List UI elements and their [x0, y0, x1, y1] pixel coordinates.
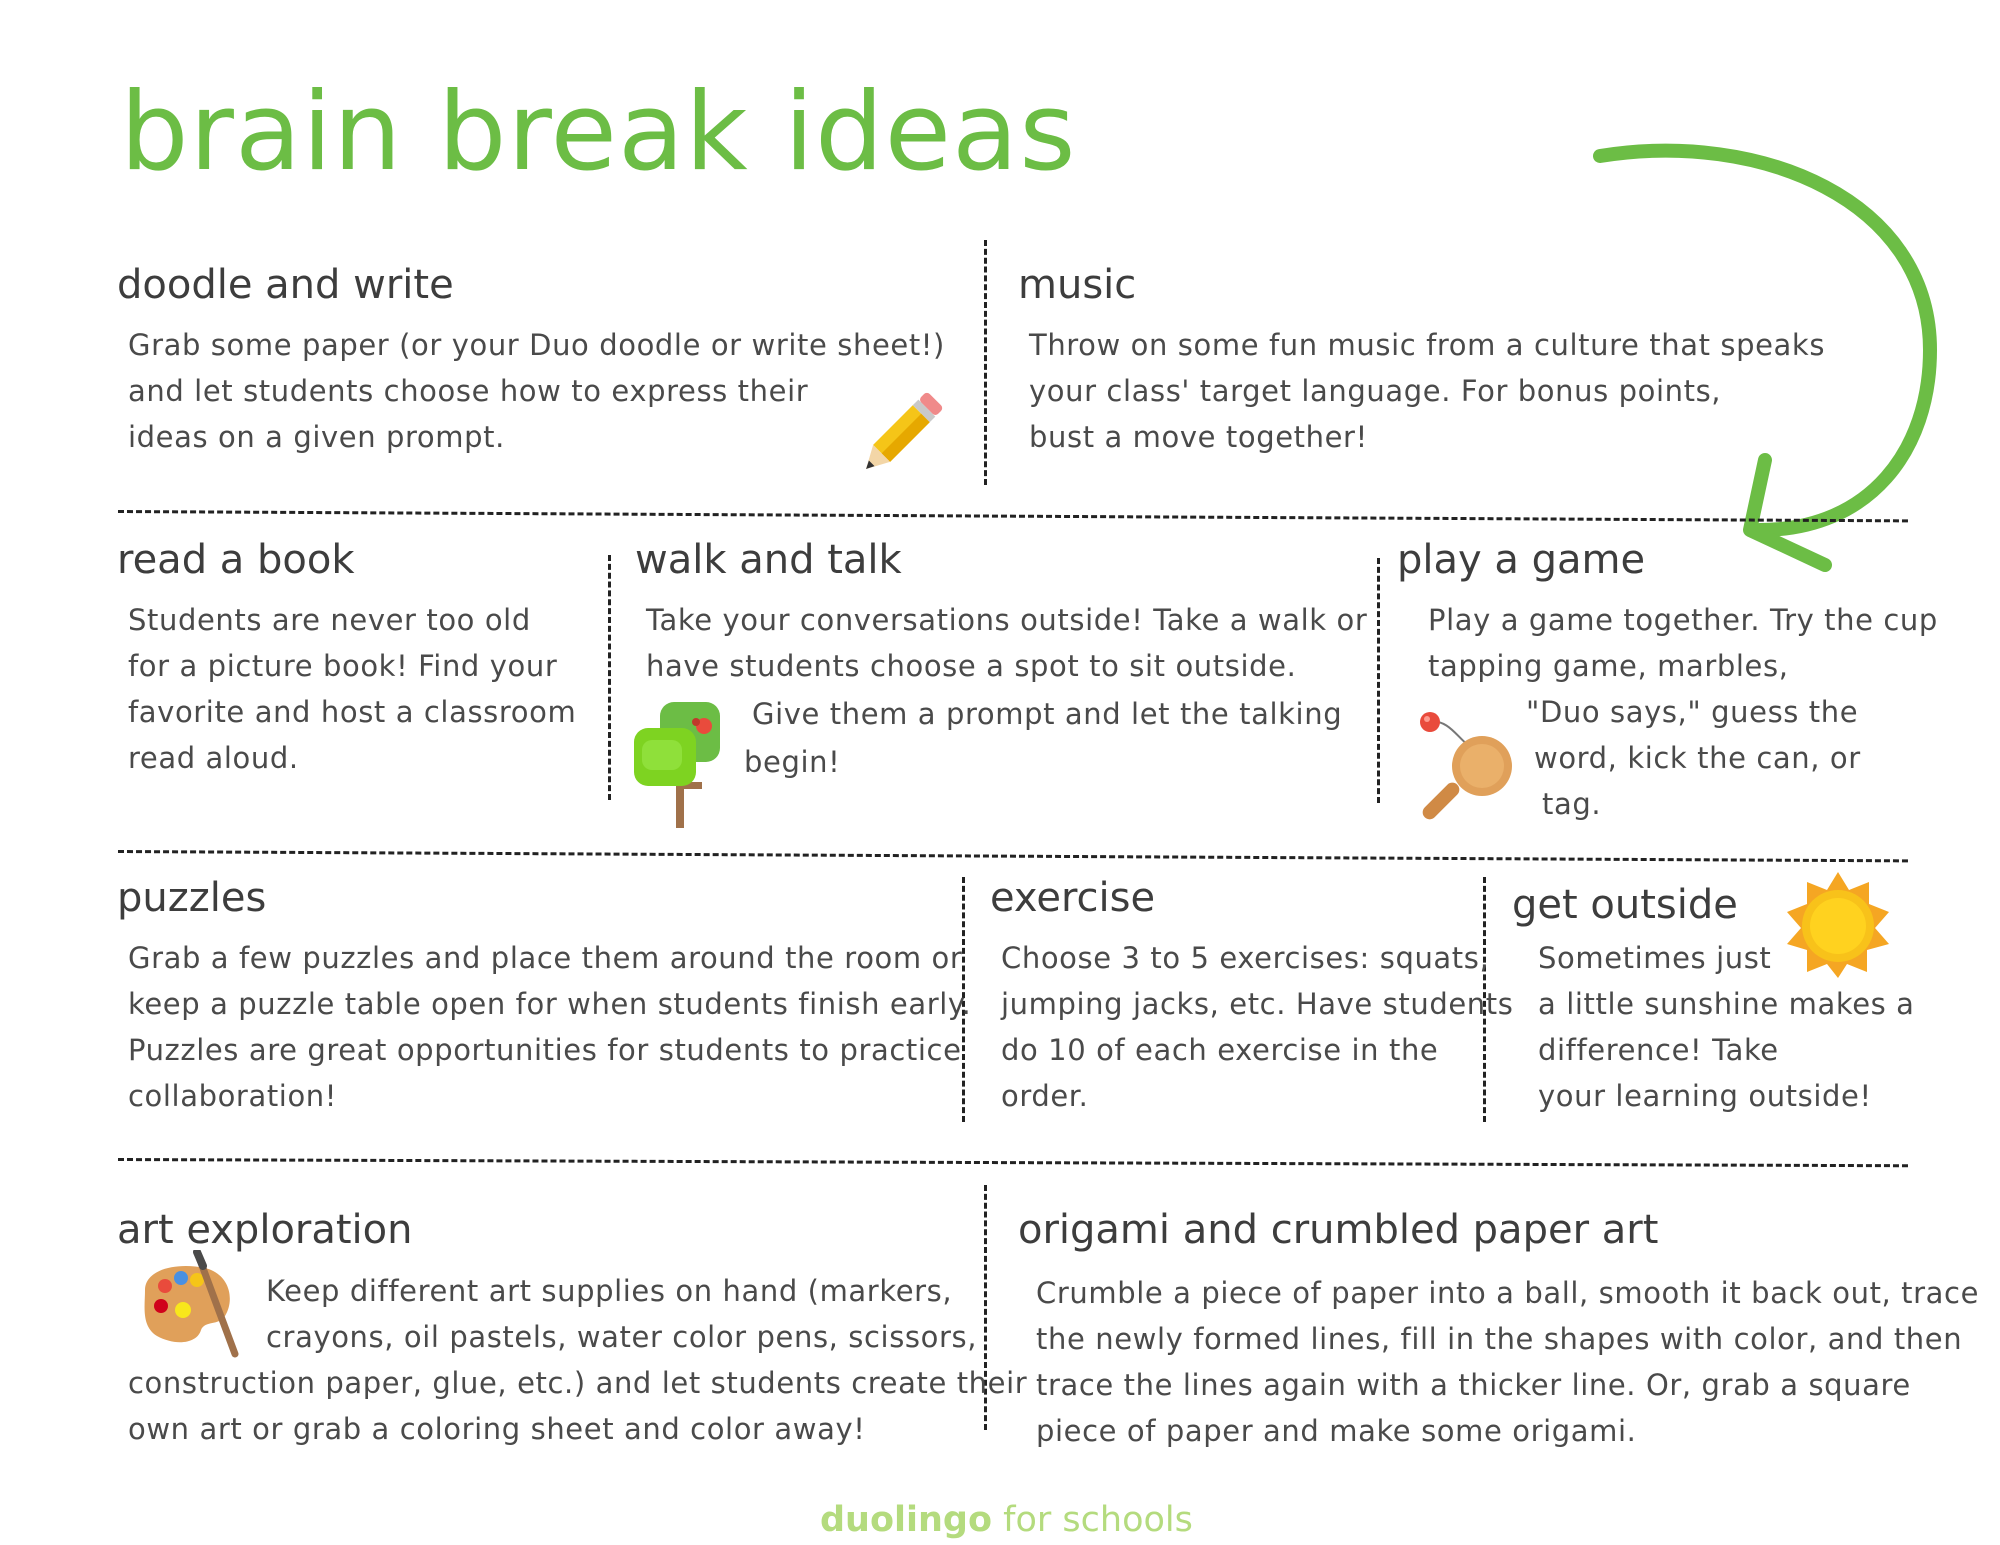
divider-vertical	[1377, 558, 1380, 803]
pencil-icon	[866, 392, 943, 469]
divider-vertical	[984, 240, 987, 485]
tree-icon	[634, 702, 720, 828]
section-text-exercise: Choose 3 to 5 exercises: squats, jumping…	[1001, 941, 1514, 1113]
sun-icon	[1787, 872, 1889, 978]
section-text-origami: Crumble a piece of paper into a ball, sm…	[1036, 1276, 1980, 1448]
divider-vertical	[962, 877, 965, 1122]
section-heading-game: play a game	[1397, 537, 1646, 583]
paddle-ball-icon	[1420, 712, 1512, 820]
section-text-walk: Take your conversations outside! Take a …	[646, 603, 1368, 683]
section-text-game: Play a game together. Try the cup tappin…	[1428, 603, 1938, 683]
divider-horizontal	[117, 1158, 1908, 1168]
section-heading-outside: get outside	[1512, 882, 1738, 928]
section-heading-art: art exploration	[117, 1207, 413, 1253]
page-title: brain break ideas	[120, 70, 1077, 195]
footer-brand: duolingo	[820, 1500, 993, 1540]
footer-logo: duolingo for schools	[820, 1500, 1193, 1540]
section-heading-read: read a book	[117, 537, 355, 583]
footer-suffix: for schools	[992, 1500, 1193, 1540]
divider-vertical	[608, 555, 611, 800]
divider-horizontal	[117, 850, 1908, 863]
section-text-doodle: Grab some paper (or your Duo doodle or w…	[128, 328, 945, 454]
section-text-puzzles: Grab a few puzzles and place them around…	[128, 941, 972, 1113]
section-heading-music: music	[1018, 262, 1137, 308]
section-text-game-cont: "Duo says," guess the word, kick the can…	[1526, 695, 1861, 821]
section-text-outside: Sometimes just a little sunshine makes a…	[1538, 941, 1915, 1113]
section-text-art-a: Keep different art supplies on hand (mar…	[266, 1274, 978, 1354]
section-heading-walk: walk and talk	[635, 537, 902, 583]
section-text-read: Students are never too old for a picture…	[128, 603, 577, 775]
curved-arrow-icon	[1593, 143, 1938, 572]
section-text-art-b: construction paper, glue, etc.) and let …	[128, 1366, 1028, 1446]
section-text-music: Throw on some fun music from a culture t…	[1029, 328, 1826, 454]
section-text-walk-cont: Give them a prompt and let the talking b…	[744, 697, 1343, 779]
section-heading-origami: origami and crumbled paper art	[1018, 1207, 1659, 1253]
divider-vertical	[984, 1185, 987, 1430]
section-heading-puzzles: puzzles	[117, 875, 267, 921]
divider-vertical	[1483, 877, 1486, 1122]
section-heading-exercise: exercise	[990, 875, 1156, 921]
palette-icon	[144, 1250, 239, 1358]
section-heading-doodle: doodle and write	[117, 262, 454, 308]
